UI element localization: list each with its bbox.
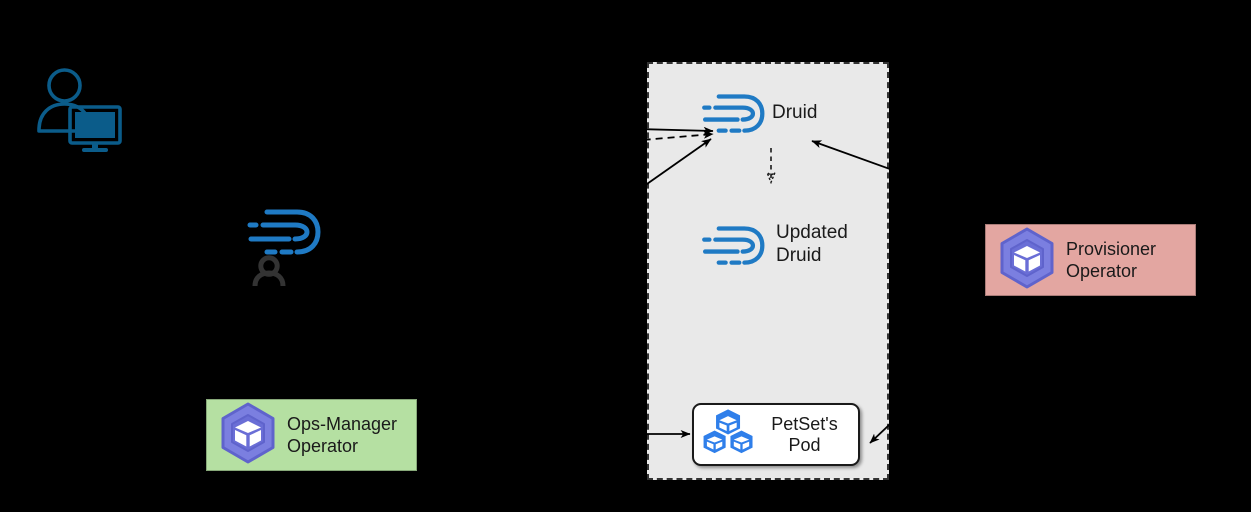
petset-pod-label: PetSet's Pod — [771, 413, 838, 455]
druid-icon — [700, 88, 770, 151]
edge-provisioner-to-petset-pod — [869, 319, 1001, 444]
provisioner-operator-card[interactable]: Provisioner Operator — [985, 224, 1196, 296]
updated-druid-label: Updated Druid — [776, 222, 848, 266]
ops-manager-operator-label: Ops-Manager Operator — [287, 414, 398, 456]
operator-hexagon-icon — [219, 402, 277, 469]
updated-druid-icon — [700, 220, 770, 283]
druid-custom-resource-icon — [245, 200, 327, 291]
kubernetes-pods-icon — [701, 408, 757, 461]
user-at-computer-icon — [37, 68, 123, 158]
druid-label: Druid — [772, 102, 818, 123]
ops-manager-operator-card[interactable]: Ops-Manager Operator — [206, 399, 417, 471]
provisioner-operator-label: Provisioner Operator — [1066, 239, 1157, 281]
petset-pod-card[interactable]: PetSet's Pod — [692, 403, 860, 466]
operator-hexagon-icon — [998, 227, 1056, 294]
